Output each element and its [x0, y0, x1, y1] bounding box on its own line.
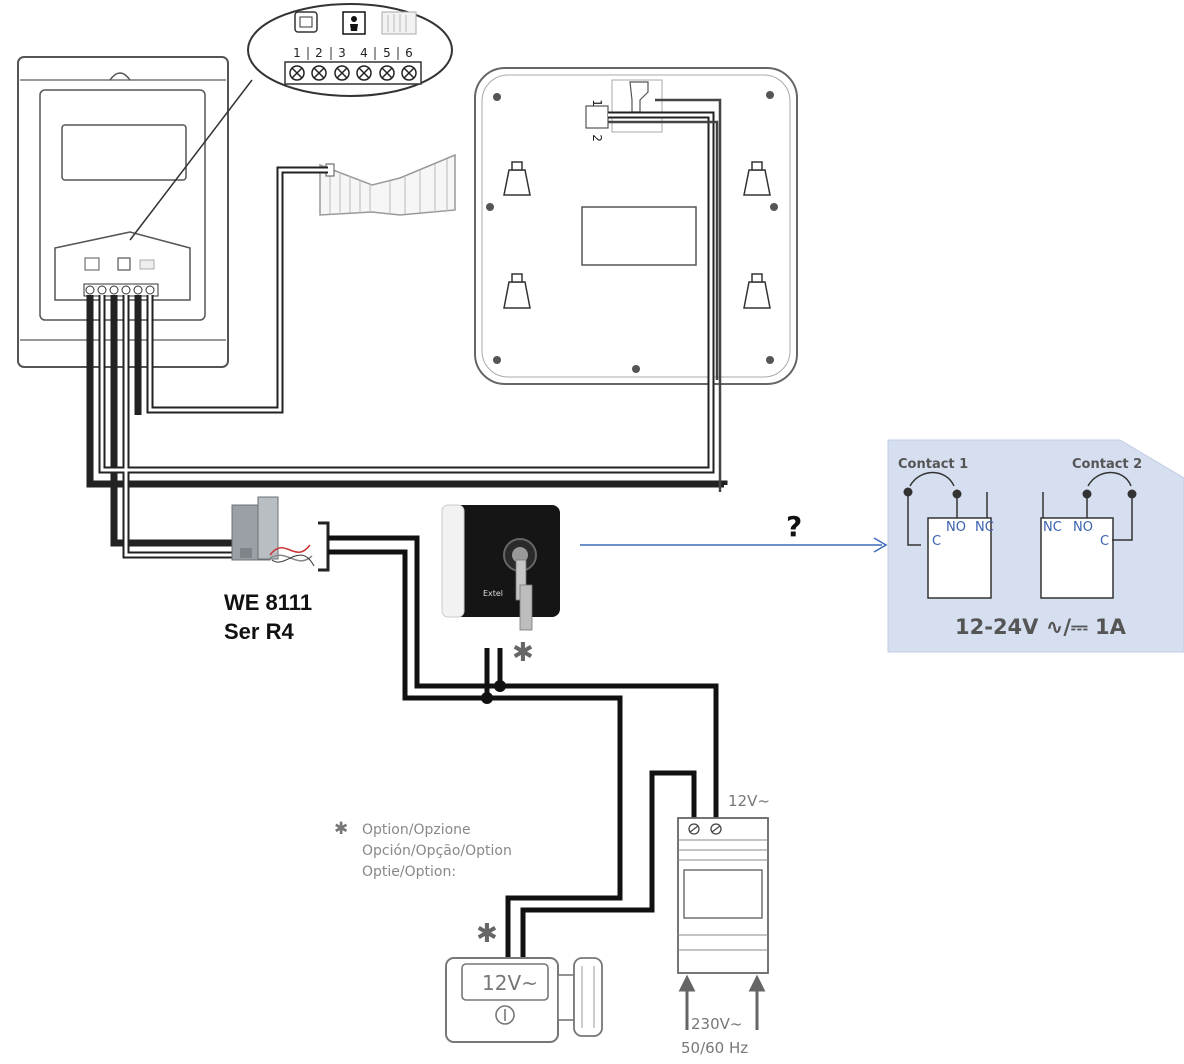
- power-wiring: [328, 535, 719, 958]
- terminal-block-zoom: 1 2 3 4 5 6: [247, 3, 453, 97]
- contact-1-pin-c: C: [932, 534, 941, 549]
- key-switch: Extel: [441, 504, 560, 631]
- option-note-line: Opción/Opção/Option: [362, 843, 512, 859]
- contact-2-pin-nc: NC: [1043, 520, 1062, 535]
- intercom-outdoor-panel: [17, 56, 253, 368]
- relay-module-we8111: WE 8111 Ser R4: [224, 496, 315, 644]
- terminal-number: 1: [293, 46, 301, 60]
- key-switch-brand: Extel: [483, 589, 503, 598]
- contact-1-pin-no: NO: [946, 520, 966, 535]
- psu-frequency-label: 50/60 Hz: [681, 1039, 748, 1057]
- option-note: ✱ Option/Opzione Opción/Opção/Option Opt…: [334, 819, 512, 880]
- option-marker: ✱: [476, 919, 498, 949]
- option-marker: ✱: [512, 638, 534, 668]
- option-note-line: Option/Opzione: [362, 822, 471, 838]
- terminal-number: 4: [360, 46, 368, 60]
- wire-junction: [494, 680, 506, 692]
- gate: [319, 153, 456, 216]
- contact-2-pin-c: C: [1100, 534, 1109, 549]
- power-supply-12v: 12V~ 230V~ 50/60 Hz: [677, 792, 770, 1057]
- relay-model-label: WE 8111: [224, 590, 312, 615]
- intercom-wiring: [86, 98, 728, 559]
- terminal-number: 6: [405, 46, 413, 60]
- relay-rating-label: 12-24V ∿/⎓ 1A: [955, 615, 1127, 639]
- contact-1-pin-nc: NC: [975, 520, 994, 535]
- electric-lock: 12V~: [445, 957, 603, 1043]
- psu-output-label: 12V~: [728, 792, 770, 810]
- unknown-connection-arrow: ?: [580, 510, 888, 553]
- option-symbol: ✱: [334, 819, 348, 839]
- contact-1-title: Contact 1: [898, 457, 968, 472]
- relay-series-label: Ser R4: [224, 619, 294, 644]
- monitor-terminal-number: 1: [590, 99, 604, 107]
- wire-junction: [481, 692, 493, 704]
- option-note-line: Optie/Option:: [362, 864, 456, 880]
- monitor-terminal-number: 2: [590, 134, 604, 142]
- question-mark: ?: [786, 510, 802, 543]
- relay-terminal-bracket: [318, 521, 330, 572]
- terminal-number: 5: [383, 46, 391, 60]
- terminal-number: 3: [338, 46, 346, 60]
- psu-input-label: 230V~: [691, 1015, 742, 1033]
- terminal-number: 2: [315, 46, 323, 60]
- contact-2-title: Contact 2: [1072, 457, 1142, 472]
- lock-voltage-label: 12V~: [482, 971, 538, 995]
- relay-contacts-panel: Contact 1 Contact 2 C NO NC NC NO C 12-2…: [887, 439, 1184, 653]
- contact-2-pin-no: NO: [1073, 520, 1093, 535]
